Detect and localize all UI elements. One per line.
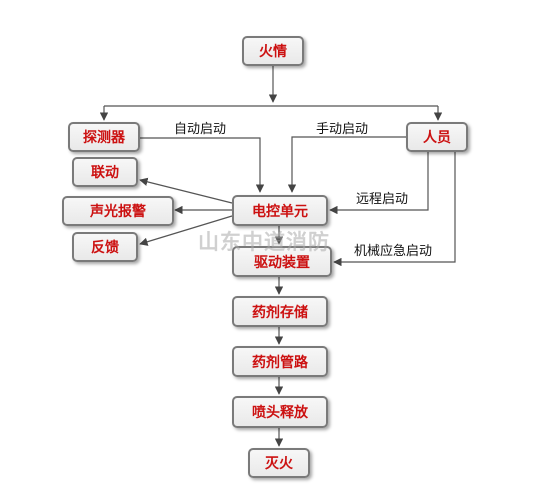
node-drive-device: 驱动装置 <box>232 246 332 277</box>
edge-manual-start <box>287 136 406 193</box>
edge-auto-start <box>140 137 265 193</box>
label-manual-start: 手动启动 <box>316 122 369 137</box>
edge-to-linkage <box>139 177 233 204</box>
node-fire: 火情 <box>242 36 304 66</box>
label-remote-start: 远程启动 <box>356 192 409 207</box>
label-auto-start: 自动启动 <box>174 122 227 137</box>
node-nozzle-release: 喷头释放 <box>232 396 328 428</box>
node-extinguish: 灭火 <box>248 448 310 478</box>
node-agent-storage: 药剂存储 <box>232 296 328 327</box>
node-agent-pipe: 药剂管路 <box>232 346 328 377</box>
node-detector: 探测器 <box>68 122 140 152</box>
edge-to-feedback <box>139 215 233 246</box>
label-mechanical-emergency-start: 机械应急启动 <box>354 244 433 259</box>
edge-mechanical-start <box>333 152 456 267</box>
node-linkage: 联动 <box>72 157 138 187</box>
watermark: 山东中道消防 <box>198 230 330 254</box>
node-feedback: 反馈 <box>72 232 138 262</box>
node-control-unit: 电控单元 <box>232 195 328 226</box>
node-alarm: 声光报警 <box>62 196 174 226</box>
edge-remote-start <box>329 152 429 215</box>
node-personnel: 人员 <box>406 122 468 152</box>
